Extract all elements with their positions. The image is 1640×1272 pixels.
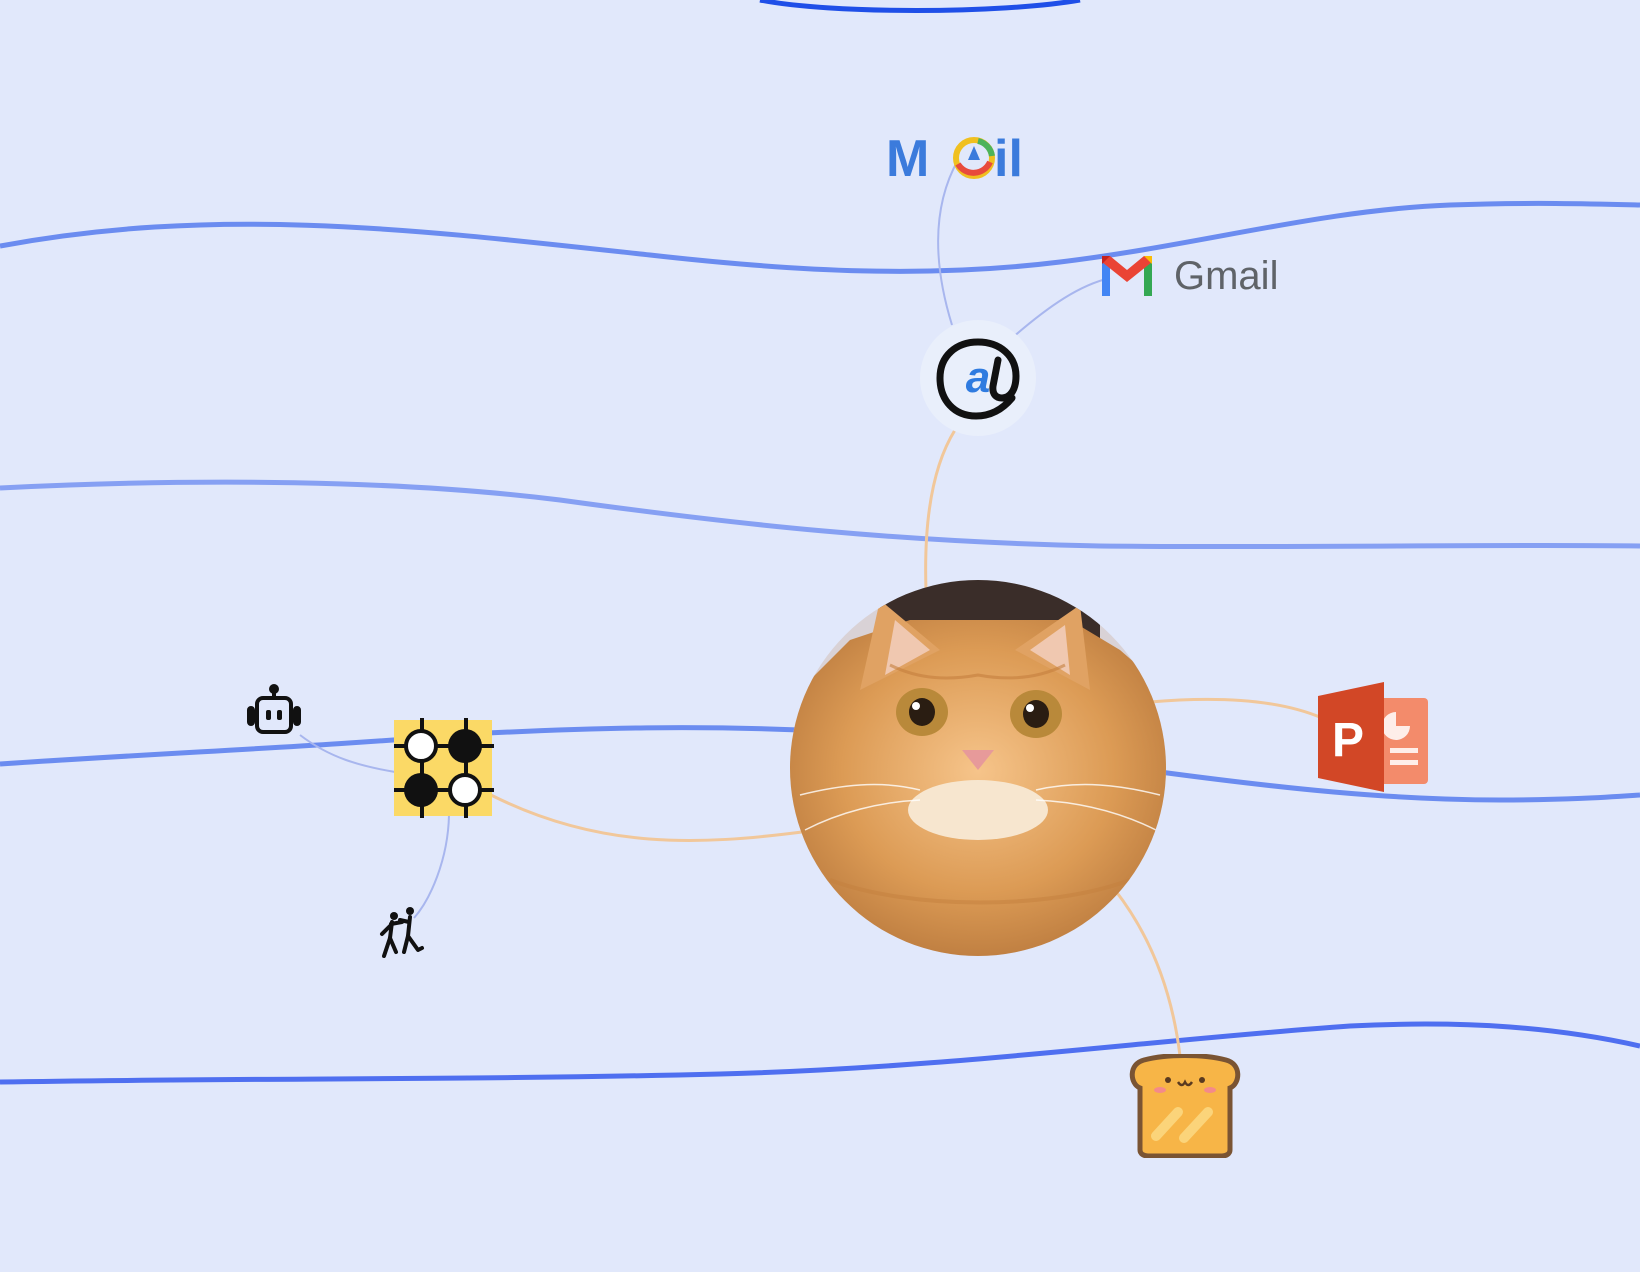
powerpoint-node[interactable]: P [1318,682,1430,792]
link-cat-powerpoint [1149,697,1323,720]
at-sign-icon: a [936,338,1020,420]
link-cat-at [924,429,957,591]
moil-logo-m: M [886,130,929,182]
fighters-node[interactable] [378,906,428,958]
toast-node[interactable] [1126,1054,1244,1158]
link-at-moil [937,159,959,326]
link-cat-toast [1113,889,1182,1057]
svg-text:a: a [966,353,990,402]
go-board-node[interactable] [394,718,494,818]
fighting-people-icon [380,907,424,958]
moil-logo: M il [886,130,1023,182]
gmail-m-icon [1102,256,1152,296]
link-go-robot [299,734,396,773]
orange-cat-photo [790,580,1166,956]
link-go-fighters [413,814,450,919]
wave-line-3b [1159,769,1640,803]
center-node[interactable] [790,580,1166,956]
go-board-icon [394,718,494,818]
robot-icon [247,684,301,734]
moil-logo-il: il [994,130,1023,182]
powerpoint-icon: P [1318,682,1428,792]
wave-line-top [759,0,1081,13]
kawaii-toast-icon [1129,1054,1241,1158]
gmail-node[interactable]: Gmail [1098,252,1288,300]
moil-node[interactable]: M il [886,128,1038,182]
wave-line-4 [0,1021,1640,1085]
link-cat-go [490,793,803,843]
wave-line-1 [0,200,1640,274]
powerpoint-letter: P [1332,714,1364,767]
moil-logo-ring [953,137,995,179]
link-at-gmail [1011,277,1111,339]
gmail-label: Gmail [1174,254,1279,298]
wave-line-2 [0,479,1640,550]
email-hub-node[interactable]: a [920,320,1036,436]
robot-node[interactable] [246,684,302,736]
